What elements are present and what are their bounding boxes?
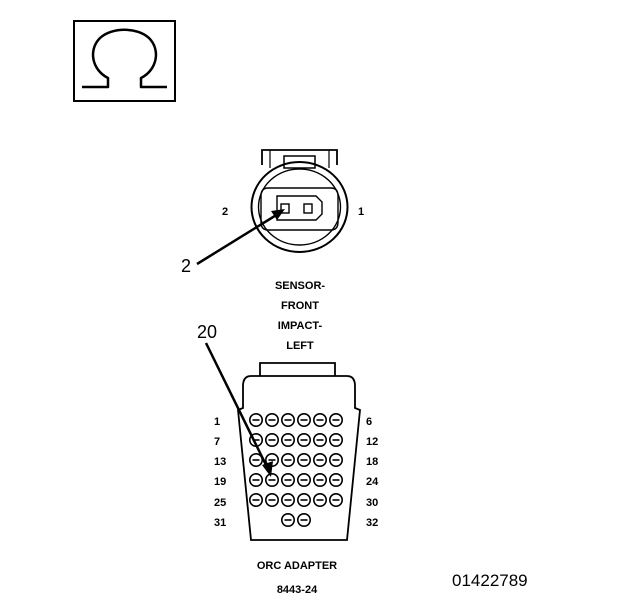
pin-cavity xyxy=(280,472,295,487)
pin-number: 30 xyxy=(366,497,378,509)
sensor-pin-left-label: 2 xyxy=(222,206,228,218)
pin-number: 25 xyxy=(214,497,226,509)
sensor-callout-label: 2 xyxy=(181,256,191,276)
adapter-part-number: 8443-24 xyxy=(277,584,318,596)
pin-number: 31 xyxy=(214,517,226,529)
pin-number: 1 xyxy=(214,416,220,428)
sensor-label-line: SENSOR- xyxy=(275,280,325,292)
sensor-label-line: FRONT xyxy=(281,300,319,312)
sensor-label-line: IMPACT- xyxy=(278,320,323,332)
pin-cavity xyxy=(296,412,311,427)
pin-cavity xyxy=(264,432,279,447)
pin-cavity xyxy=(312,492,327,507)
adapter-pin-numbers-left: 1 7 13 19 25 31 xyxy=(214,416,226,529)
pin-cavity xyxy=(312,472,327,487)
pin-cavity xyxy=(280,452,295,467)
pin-cavity xyxy=(249,492,264,507)
adapter-callout-label: 20 xyxy=(197,322,217,342)
pin-number: 18 xyxy=(366,456,378,468)
pin-number: 24 xyxy=(366,476,379,488)
pin-cavity xyxy=(280,512,295,527)
sensor-connector xyxy=(250,149,349,253)
pin-cavity xyxy=(280,432,295,447)
pin-cavity xyxy=(296,452,311,467)
ohm-meter-icon xyxy=(73,20,176,102)
orc-adapter xyxy=(237,362,361,541)
adapter-pin-numbers-right: 6 12 18 24 30 32 xyxy=(366,416,379,529)
pin-cavity xyxy=(264,412,279,427)
sensor-label: SENSOR- FRONT IMPACT- LEFT xyxy=(275,280,325,352)
pin-cavity xyxy=(264,472,279,487)
pin-cavity xyxy=(249,412,264,427)
sensor-label-line: LEFT xyxy=(286,340,314,352)
sensor-callout-arrow xyxy=(196,209,285,266)
pin-cavity xyxy=(312,452,327,467)
pin-cavity xyxy=(264,492,279,507)
sensor-pin-right-label: 1 xyxy=(358,206,364,218)
pin-cavity xyxy=(296,492,311,507)
pin-number: 7 xyxy=(214,436,220,448)
pin-cavity xyxy=(328,452,343,467)
adapter-name: ORC ADAPTER xyxy=(257,560,337,572)
pin-cavity xyxy=(328,432,343,447)
pin-cavity xyxy=(280,492,295,507)
pin-cavity xyxy=(328,472,343,487)
pin-cavity xyxy=(296,512,311,527)
figure-id: 01422789 xyxy=(452,571,528,590)
pin-cavity xyxy=(249,472,264,487)
adapter-callout-arrow xyxy=(204,342,273,477)
pin-cavity xyxy=(312,432,327,447)
pin-number: 12 xyxy=(366,436,378,448)
pin-cavity xyxy=(328,492,343,507)
pin-number: 6 xyxy=(366,416,372,428)
pin-number: 32 xyxy=(366,517,378,529)
pin-number: 13 xyxy=(214,456,226,468)
pin-cavity xyxy=(296,472,311,487)
pin-cavity xyxy=(328,412,343,427)
pin-cavity xyxy=(312,412,327,427)
pin-cavity xyxy=(280,412,295,427)
pin-number: 19 xyxy=(214,476,226,488)
pin-cavity xyxy=(296,432,311,447)
adapter-pin-grid xyxy=(249,412,343,527)
